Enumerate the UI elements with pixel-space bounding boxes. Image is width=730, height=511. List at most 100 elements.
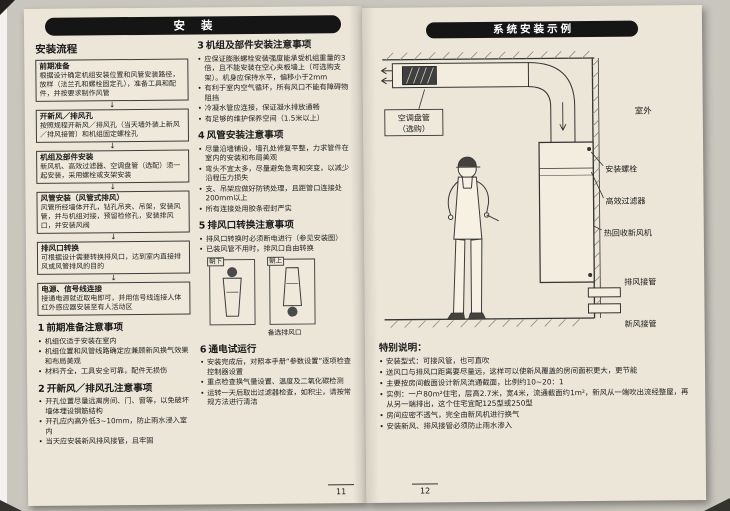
flow-step-body: 新风机、高效过滤器、空调盘管（选配）须一起安装，采用螺栓或支架安装 <box>40 161 181 180</box>
installer-right-leg <box>470 238 483 314</box>
unit-leader-line <box>593 225 602 231</box>
section-number: 4 <box>197 130 205 142</box>
wall-outer-line <box>597 57 601 318</box>
floor-line <box>384 317 595 321</box>
installer-left-arm <box>447 180 459 216</box>
section-title-text: 机组及部件安装注意事项 <box>205 39 312 52</box>
installer-left-shoe <box>446 312 466 320</box>
bullet-item: 开孔应内高外低3~10mm，防止雨水浸入室内 <box>38 416 191 436</box>
flow-step: 风管安装（风管式排风） 风管所经墙体开孔，钻孔吊夹、吊架，安装风管，并与机组对接… <box>36 190 190 235</box>
ceiling-line <box>382 57 595 61</box>
bullet-item: 排风口转换时必须断电进行（参见安装图） <box>199 233 352 244</box>
section-title-text: 开新风／排风孔注意事项 <box>46 382 153 395</box>
left-column-1: 安装流程 前期准备 根据设计确定机组安装位置和风管安装路径，放样（法兰孔和螺栓固… <box>35 40 192 448</box>
flow-step: 机组及部件安装 新风机、高效过滤器、空调盘管（选配）须一起安装，采用螺栓或支架安… <box>36 149 190 185</box>
bullet-item: 运转一天后取出过滤器检查，如积尘，请按常规方法进行清洁 <box>200 387 353 407</box>
facing-down-label: 朝下 <box>207 256 225 267</box>
downflow-arrow <box>559 102 567 131</box>
bullet-item: 支、吊架应做好防锈处理，且距管口连接处200mm以上 <box>198 183 351 203</box>
bullet-item: 重点检查换气量设置、温度及二氧化碳检测 <box>200 376 353 387</box>
section-title-text: 风管安装注意事项 <box>206 129 284 142</box>
section-number: 3 <box>197 40 204 52</box>
duct-elbow-inner <box>528 86 552 143</box>
ventilation-unit <box>538 141 595 284</box>
flow-step-body: 接通电源就近取电即可，并用信号线连接人体红外感应器安装至有人活动区 <box>41 293 182 313</box>
ceiling-hatch <box>386 50 590 61</box>
page-number: 12 <box>411 483 439 496</box>
scan-corner-artifact <box>0 0 15 15</box>
fresh-air-pipe-label: 新风接管 <box>625 318 657 328</box>
flow-step: 电源、信号线连接 接通电源就近取电即可，并用信号线连接人体红外感应器安装至有人活… <box>37 281 191 317</box>
bullet-item: 材料齐全，工具安全可靠，配件无损伤 <box>38 366 191 377</box>
outlet-down-drawing <box>222 266 242 317</box>
bullet-item: 所有连接处用胶条密封严实 <box>199 203 352 214</box>
flowchart-title: 安装流程 <box>35 43 78 56</box>
installer-right-arm <box>476 180 490 214</box>
system-installation-diagram: 空调盘管 （选购） 室外 安装螺栓 高效过滤器 热回收新风机 排风接管 新风接管 <box>376 41 691 336</box>
flow-step-body: 风管所经墙体开孔，钻孔吊夹、吊架，安装风管，并与机组对接，预留检修孔，安装排风口… <box>40 202 181 231</box>
mounting-bolt-top <box>587 147 592 152</box>
bullet-item: 开孔位置尽量远离房间、门、窗等，以免破坏墙体埋设钢筋结构 <box>38 396 191 416</box>
scanner-edge <box>0 0 7 511</box>
page-spread: 安装 安装流程 前期准备 根据设计确定机组安装位置和风管安装路径，放样（法兰孔和… <box>23 3 707 507</box>
installer-left-hand <box>447 214 454 220</box>
bullet-item: 尽量沿墙铺设，墙孔处修复平整，力求管件在室内的安装和布局美观 <box>198 143 351 163</box>
page-right: 系统安装示例 <box>361 5 707 503</box>
fresh-air-pipe-stub <box>587 303 622 314</box>
section-title-text: 前期准备注意事项 <box>46 322 124 335</box>
flow-step-body: 按照规程开新风／排风孔（当天墙外装上新风／排风接管）和机组固定螺栓孔 <box>39 120 180 139</box>
mounting-bolt-bottom <box>588 273 593 278</box>
section-number: 5 <box>198 220 206 232</box>
special-notes-title: 特别说明： <box>378 342 427 354</box>
bullet-item: 已装风管不用时，排风口自由转换 <box>199 243 352 254</box>
installer-left-leg <box>452 238 466 314</box>
page-number: 11 <box>327 484 355 497</box>
coil-leader-line <box>418 89 425 110</box>
wall-hatch <box>592 59 601 307</box>
flow-step: 排风口转换 可根据设计需要转换排风口，达到室内直接排风或风管排风的目的 <box>36 240 191 276</box>
flow-step: 前期准备 根据设计确定机组安装位置和风管安装路径，放样（法兰孔和螺栓固定孔），准… <box>35 58 189 103</box>
aircon-coil-label-2: （选购） <box>398 123 430 133</box>
mounting-bolt-label: 安装螺栓 <box>605 164 637 174</box>
section-title-text: 通电试运行 <box>208 343 257 355</box>
exhaust-pipe-label: 排风接管 <box>624 276 656 286</box>
bullet-item: 机组位置和风管线路确定应兼顾新风换气效果和布局美观 <box>38 346 191 366</box>
section-title-text: 排风口转换注意事项 <box>207 219 294 232</box>
bullet-item: 安装完成后，对照本手册“参数设置”逐项检查控制器设置 <box>200 356 353 376</box>
outlet-facing-down-panel: 朝下 <box>207 256 256 325</box>
section-number: 1 <box>37 323 45 335</box>
installer-tool <box>486 214 499 222</box>
airflow-arrows <box>381 67 393 85</box>
heat-recovery-unit-label: 热回收新风机 <box>604 227 652 237</box>
bullet-item: 冷凝水管应连接，保证凝水排放通畅 <box>198 102 351 113</box>
scan-corner-artifact <box>704 498 730 511</box>
aircon-coil-label: 空调盘管 <box>398 112 430 122</box>
outlet-facing-up-panel: 朝上 <box>267 256 316 325</box>
exhaust-outlet-mini-diagram: 朝下 朝上 <box>207 256 353 325</box>
bullet-item: 安装新风、排风接管必须防止雨水渗入 <box>379 419 691 432</box>
page-left: 安装 安装流程 前期准备 根据设计确定机组安装位置和风管安装路径，放样（法兰孔和… <box>23 6 367 506</box>
left-page-columns: 安装流程 前期准备 根据设计确定机组安装位置和风管安装路径，放样（法兰孔和螺栓固… <box>24 38 366 448</box>
optional-outlet-caption: 备选排风口 <box>267 328 302 337</box>
bolt-leader-line <box>590 151 604 167</box>
installer-cap <box>457 156 477 167</box>
flow-step-body: 根据设计确定机组安装位置和风管安装路径，放样（法兰孔和螺栓固定孔），准备工具和配… <box>39 70 180 98</box>
floor-hatch <box>390 318 580 329</box>
exhaust-pipe-stub <box>587 287 621 298</box>
special-notes: 特别说明： 安装型式：可接风管，也可直吹 送风口与排风口距离要尽量远，这样可以使… <box>365 333 706 432</box>
section-number: 2 <box>38 383 45 395</box>
installer-right-shoe <box>467 312 487 320</box>
